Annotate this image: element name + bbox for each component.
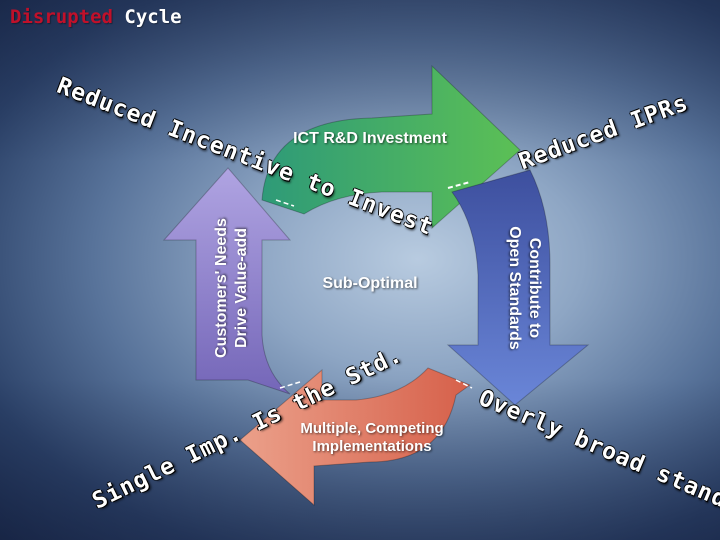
- bottom-label-line2: Implementations: [262, 438, 482, 456]
- bottom-arrow-label: Multiple, Competing Implementations: [262, 420, 482, 456]
- left-label-line1: Customers' Needs: [212, 198, 232, 378]
- right-arrow-label: Contribute to Open Standards: [504, 198, 544, 378]
- left-arrow-label: Customers' Needs Drive Value-add: [212, 198, 252, 378]
- break-mark-bottom-left: [280, 382, 300, 388]
- center-label: Sub-Optimal: [290, 275, 450, 293]
- right-label-line1: Contribute to: [524, 198, 544, 378]
- bottom-label-line1: Multiple, Competing: [262, 420, 482, 438]
- right-label-line2: Open Standards: [504, 198, 524, 378]
- top-arrow-label: ICT R&D Investment: [270, 130, 470, 148]
- left-label-line2: Drive Value-add: [232, 198, 252, 378]
